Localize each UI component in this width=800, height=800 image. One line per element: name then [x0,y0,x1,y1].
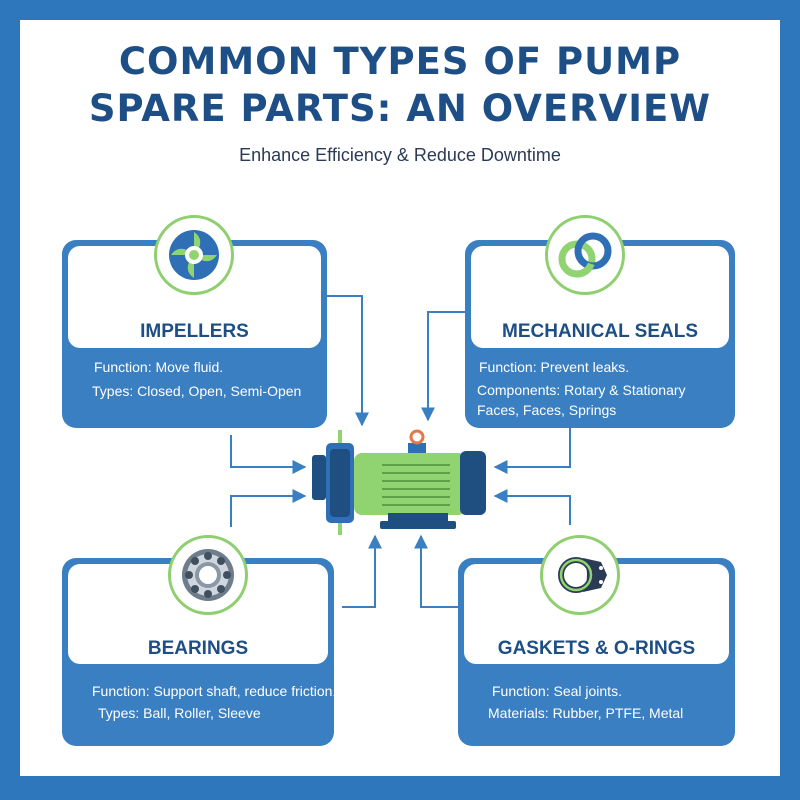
bearings-types: Types: Ball, Roller, Sleeve [98,705,261,721]
bearings-card: BEARINGS Function: Support shaft, reduce… [62,558,337,746]
arrow-bearings-2 [342,534,382,608]
arrow-seals-2 [493,425,571,474]
impeller-icon [154,215,234,295]
arrow-impellers-2 [230,435,307,474]
centrifugal-pump-icon [312,429,486,535]
ball-bearing-icon [168,535,248,615]
page-title: COMMON TYPES OF PUMP SPARE PARTS: AN OVE… [0,38,800,132]
bearings-function: Function: Support shaft, reduce friction… [92,683,337,699]
seals-components: Components: Rotary & Stationary [477,382,686,398]
arrow-seals-1 [421,311,465,422]
mechanical-seals-label: MECHANICAL SEALS [502,321,698,342]
seals-components-cont: Faces, Faces, Springs [477,402,617,418]
gasket-oring-icon [540,535,620,615]
subtitle: Enhance Efficiency & Reduce Downtime [239,145,561,165]
bearings-label: BEARINGS [147,638,249,659]
impellers-label: IMPELLERS [140,321,249,342]
title-line-1: COMMON TYPES OF PUMP [118,40,682,83]
title-line-2: SPARE PARTS: AN OVERVIEW [88,87,712,130]
gaskets-orings-label: GASKETS & O-RINGS [497,638,696,659]
impellers-types: Types: Closed, Open, Semi-Open [92,383,302,399]
arrow-impellers-1 [327,295,369,427]
impellers-card-header: IMPELLERS [68,246,321,348]
impellers-function: Function: Move fluid. [94,359,224,375]
arrow-gaskets-1 [493,489,571,525]
gaskets-materials: Materials: Rubber, PTFE, Metal [488,705,684,721]
interlocked-rings-icon [545,215,625,295]
arrow-bearings-1 [230,489,307,527]
seals-function: Function: Prevent leaks. [479,359,630,375]
arrow-gaskets-2 [414,534,460,608]
gaskets-function: Function: Seal joints. [492,683,622,699]
